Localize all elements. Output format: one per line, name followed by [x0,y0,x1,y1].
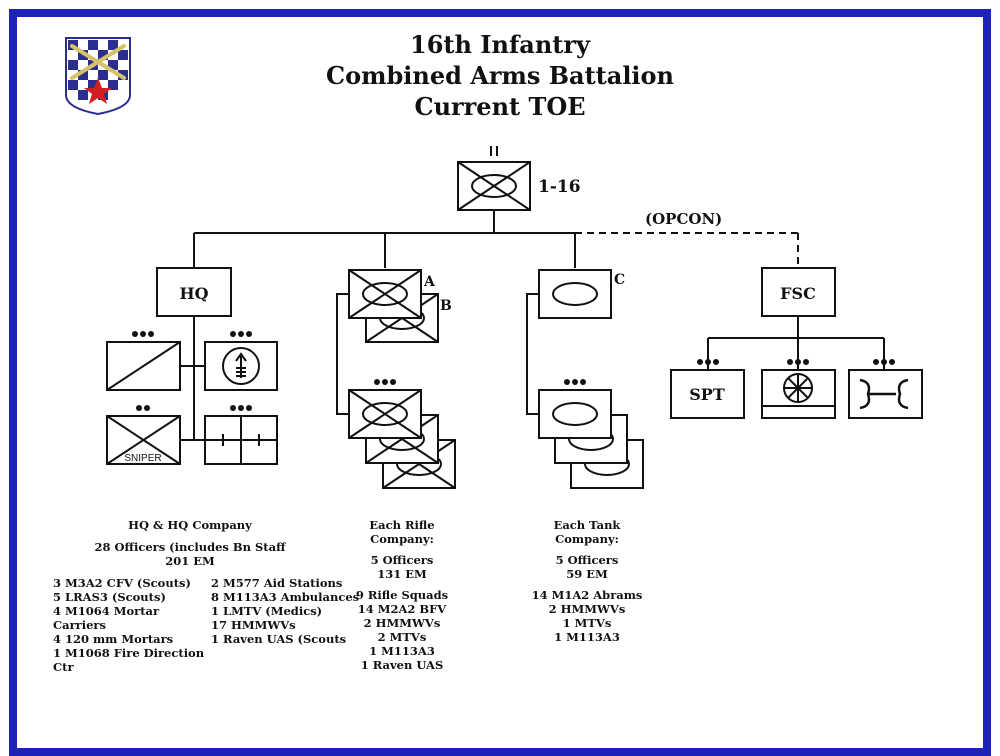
rifle-heading-2: Company: [370,532,434,546]
rifle-equip-item: 1 Raven UAS [360,658,444,672]
hq-equipment-left: 3 M3A2 CFV (Scouts) 5 LRAS3 (Scouts) 4 M… [53,576,204,674]
rifle-equip-item: 14 M2A2 BFV [357,602,447,616]
hq-right-item: 8 M113A3 Ambulances [211,590,360,604]
rifle-personnel: 131 EM [377,567,427,581]
rifle-personnel: 5 Officers [370,553,434,567]
echelon-dots [132,331,895,411]
tank-personnel: 5 Officers [555,553,619,567]
rifle-company-info: Each Rifle Company: 5 Officers 131 EM 9 … [332,518,472,672]
tank-equip-item: 1 M113A3 [554,630,620,644]
tank-heading-2: Company: [555,532,619,546]
hq-left-item: 4 120 mm Mortars [53,632,174,646]
hq-left-item: 5 LRAS3 (Scouts) [53,590,166,604]
rifle-equip-item: 9 Rifle Squads [355,588,449,602]
rifle-equip-item: 1 M113A3 [369,644,435,658]
regimental-crest-icon [65,37,131,116]
title-line-1: 16th Infantry [410,30,590,59]
hq-right-item: 2 M577 Aid Stations [211,576,343,590]
rifle-equip-item: 2 HMMWVs [363,616,441,630]
rifle-heading-1: Each Rifle [369,518,435,532]
company-c-label: C [614,272,625,288]
hq-left-item: Carriers [53,618,106,632]
title-line-2: Combined Arms Battalion [325,61,675,90]
sniper-label: SNIPER [124,453,161,464]
hq-staff-line-2: 201 EM [165,554,215,568]
hq-left-item: Ctr [53,660,74,674]
battalion-designation: 1-16 [538,177,581,197]
hq-staff-line-1: 28 Officers (includes Bn Staff [94,540,286,554]
title-line-3: Current TOE [414,92,586,121]
tank-equip-item: 14 M1A2 Abrams [531,588,643,602]
hq-equipment-right: 2 M577 Aid Stations 8 M113A3 Ambulances … [211,576,359,646]
company-b-label: B [440,298,452,314]
hq-right-item: 17 HMMWVs [211,618,296,632]
hq-right-item: 1 Raven UAS (Scouts [211,632,347,646]
hq-left-item: 3 M3A2 CFV (Scouts) [53,576,191,590]
hq-right-item: 1 LMTV (Medics) [211,604,323,618]
hq-left-item: 4 M1064 Mortar [53,604,160,618]
opcon-label: (OPCON) [645,210,722,228]
rifle-equip-item: 2 MTVs [377,630,427,644]
hq-box-label: HQ [179,284,208,303]
hq-left-item: 1 M1068 Fire Direction [53,646,205,660]
hq-company-heading: HQ & HQ Company [128,518,252,532]
tank-heading-1: Each Tank [553,518,621,532]
company-a-label: A [423,274,436,290]
tank-company-info: Each Tank Company: 5 Officers 59 EM 14 M… [517,518,657,644]
tank-equip-item: 2 HMMWVs [548,602,626,616]
spt-box-label: SPT [689,385,725,404]
fsc-box-label: FSC [780,284,816,303]
tank-equip-item: 1 MTVs [562,616,612,630]
tank-personnel: 59 EM [566,567,608,581]
